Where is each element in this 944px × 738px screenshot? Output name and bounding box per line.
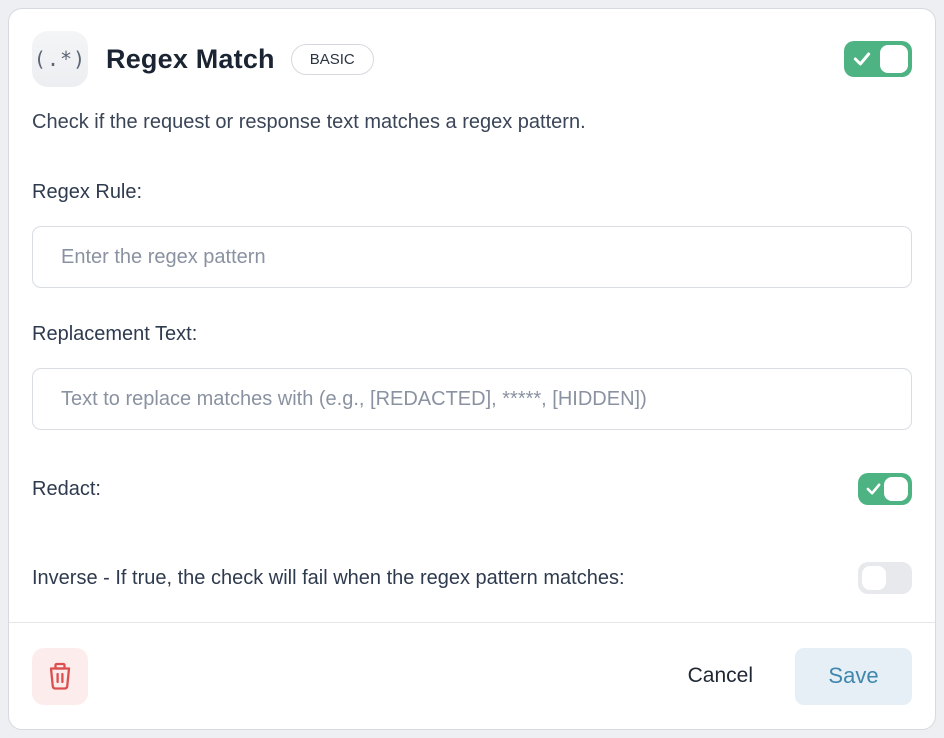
regex-rule-input[interactable] — [32, 226, 912, 288]
card-body: (.*) Regex Match BASIC Check if the requ… — [9, 9, 935, 622]
check-icon — [866, 483, 881, 495]
redact-label: Redact: — [32, 477, 101, 500]
delete-button[interactable] — [32, 647, 88, 705]
toggle-knob — [884, 477, 908, 501]
toggle-knob — [862, 566, 886, 590]
guardrail-enabled-toggle[interactable] — [844, 41, 912, 77]
description-text: Check if the request or response text ma… — [32, 111, 586, 133]
trash-icon — [49, 662, 71, 690]
card-header: (.*) Regex Match BASIC — [32, 31, 912, 87]
replacement-text-label: Replacement Text: — [32, 323, 198, 345]
card-footer: Cancel Save — [9, 622, 935, 729]
page-title: Regex Match — [106, 43, 275, 74]
regex-icon-glyph: (.*) — [33, 47, 87, 71]
inverse-row: Inverse - If true, the check will fail w… — [32, 562, 912, 594]
regex-rule-label: Regex Rule: — [32, 181, 143, 203]
regex-match-card: (.*) Regex Match BASIC Check if the requ… — [8, 8, 936, 730]
replacement-text-input[interactable] — [32, 368, 912, 430]
inverse-toggle[interactable] — [858, 562, 912, 594]
redact-row: Redact: — [32, 473, 912, 505]
check-icon — [853, 52, 871, 66]
save-button[interactable]: Save — [795, 647, 912, 705]
inverse-label: Inverse - If true, the check will fail w… — [32, 566, 625, 589]
regex-icon: (.*) — [32, 31, 88, 87]
redact-toggle[interactable] — [858, 473, 912, 505]
basic-badge: BASIC — [290, 43, 374, 75]
cancel-button[interactable]: Cancel — [682, 654, 759, 698]
toggle-knob — [880, 45, 908, 73]
